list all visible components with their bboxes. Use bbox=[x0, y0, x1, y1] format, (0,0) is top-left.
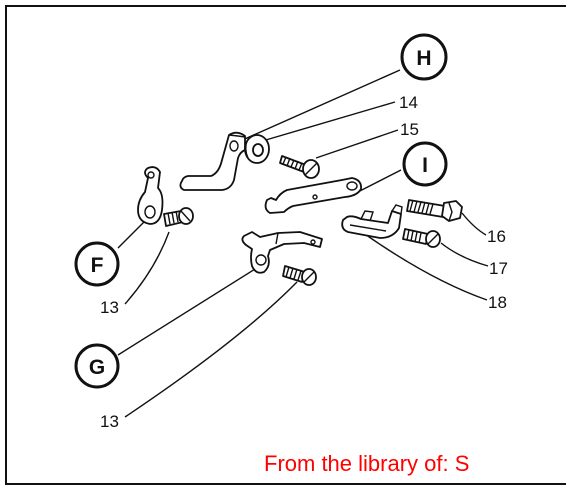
leader-lines bbox=[117, 69, 489, 418]
part-14-washer bbox=[244, 134, 270, 164]
callout-h-label: H bbox=[416, 47, 431, 70]
part-15-screw bbox=[279, 155, 320, 179]
part-16-bolt bbox=[406, 199, 463, 222]
callout-g-label: G bbox=[89, 356, 105, 379]
leader-14 bbox=[258, 101, 396, 143]
callout-i-label: I bbox=[422, 154, 428, 177]
part-13-lower-screw bbox=[282, 265, 317, 286]
library-watermark: From the library of: S bbox=[264, 451, 470, 476]
callout-i: I bbox=[402, 141, 448, 187]
part-g-bracket bbox=[241, 231, 323, 274]
part-f-bracket bbox=[137, 166, 164, 225]
leader-18 bbox=[361, 231, 488, 301]
part-number-14: 14 bbox=[399, 93, 418, 112]
part-number-13-lower: 13 bbox=[100, 412, 119, 431]
part-h-lever bbox=[179, 131, 246, 191]
part-number-18: 18 bbox=[488, 293, 507, 312]
leader-17 bbox=[440, 242, 489, 267]
callout-f-label: F bbox=[91, 254, 104, 277]
part-13-upper-screw bbox=[163, 207, 194, 227]
part-number-15: 15 bbox=[400, 120, 419, 139]
leader-15 bbox=[315, 129, 399, 159]
part-number-17: 17 bbox=[489, 259, 508, 278]
leader-h bbox=[228, 69, 401, 147]
part-18-clamp bbox=[341, 204, 403, 239]
page-frame bbox=[5, 5, 566, 485]
leader-13-upper bbox=[124, 231, 170, 305]
leader-16 bbox=[461, 212, 487, 236]
leader-13-lower bbox=[124, 281, 298, 418]
callout-h: H bbox=[400, 33, 448, 81]
part-number-16: 16 bbox=[487, 227, 506, 246]
callout-g: G bbox=[74, 343, 120, 389]
leader-g bbox=[117, 263, 264, 356]
callout-f: F bbox=[74, 241, 120, 287]
part-number-13-upper: 13 bbox=[100, 298, 119, 317]
part-i-linkage bbox=[264, 177, 362, 214]
part-17-screw bbox=[402, 228, 441, 248]
